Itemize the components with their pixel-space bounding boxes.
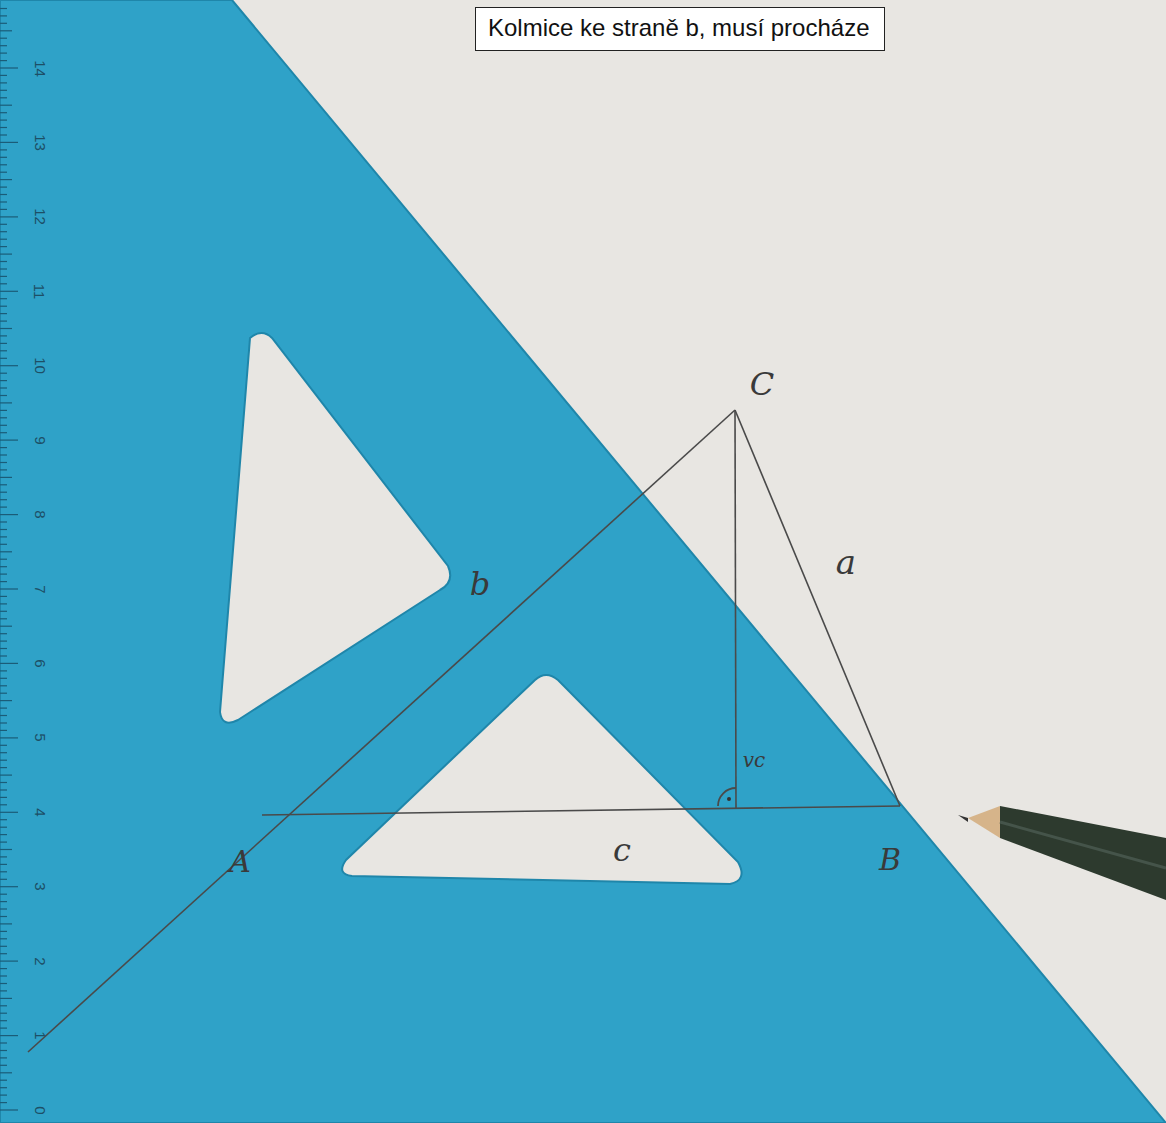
side-label: a [836,545,856,579]
ruler-number: 12 [33,209,48,226]
altitude-label: vc [743,750,766,770]
ruler-number: 10 [33,357,48,374]
vertex-label: C [750,368,774,400]
ruler-number: 7 [33,585,48,593]
ruler-ticks [0,9,18,1111]
ruler-number: 3 [33,883,48,891]
side-label: c [613,834,631,866]
note-box: Kolmice ke straně b, musí procháze [475,7,885,51]
note-text: Kolmice ke straně b, musí procháze [488,14,872,42]
pencil [958,806,1166,900]
ruler-number: 14 [33,60,48,77]
side-label: b [470,568,490,600]
ruler-number: 4 [33,808,48,816]
ruler-number: 0 [33,1106,48,1114]
side-b-line [28,410,735,1052]
vertex-label: A [229,847,251,877]
ruler-number: 6 [33,659,48,667]
ruler-number: 2 [33,957,48,965]
ruler-number: 11 [32,283,47,299]
ruler-number: 1 [33,1031,48,1039]
ruler-number: 9 [33,436,48,444]
side-c-line [262,806,900,815]
altitude-line [735,410,736,808]
ruler-number: 13 [33,134,48,151]
vertex-label: B [879,845,901,875]
ruler-number: 5 [33,734,48,742]
ruler-number: 8 [33,510,48,518]
right-angle-dot [727,797,731,801]
right-angle-arc [718,788,736,806]
side-a-line [735,410,900,806]
triangle-construction [28,410,900,1052]
